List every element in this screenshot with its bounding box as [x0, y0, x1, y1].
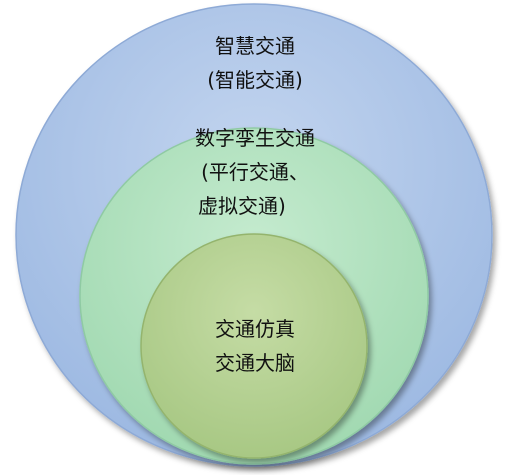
outer-label-line-2: (智能交通): [207, 68, 303, 92]
inner-label-line-1: 交通仿真: [215, 317, 295, 341]
inner-label-line-2: 交通大脑: [215, 351, 295, 375]
outer-label-line-1: 智慧交通: [215, 34, 295, 58]
middle-circle-label: 数字孪生交通 (平行交通、 虚拟交通): [150, 121, 360, 223]
middle-label-line-1: 数字孪生交通: [195, 126, 315, 150]
middle-label-line-3: 虚拟交通): [198, 194, 286, 218]
inner-circle-label: 交通仿真 交通大脑: [170, 312, 340, 380]
middle-label-line-2: (平行交通、: [201, 160, 309, 184]
outer-circle-label: 智慧交通 (智能交通): [145, 29, 365, 97]
inner-circle: [140, 233, 368, 459]
